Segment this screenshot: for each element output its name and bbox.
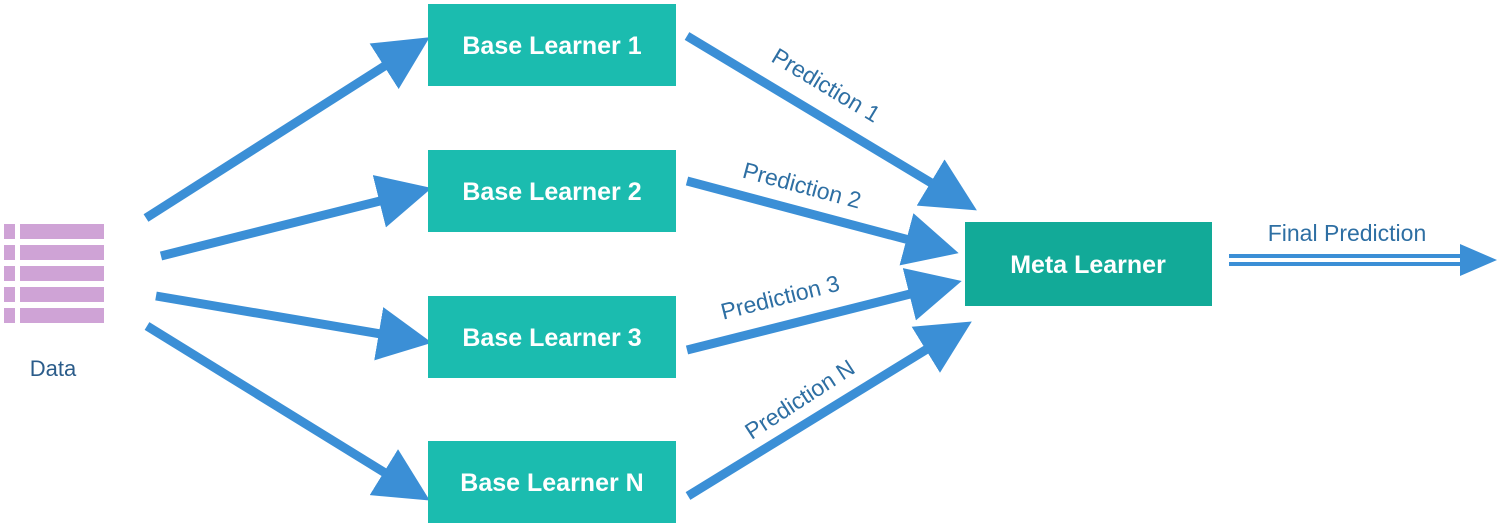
prediction-2-label: Prediction 2 — [740, 157, 864, 214]
arrow-data-to-learner-3 — [155, 291, 432, 361]
base-learner-n-box — [428, 441, 676, 523]
meta-learner: Meta Learner — [965, 222, 1212, 306]
base-learner-n-label: Base Learner N — [460, 469, 643, 497]
data-label: Data — [30, 356, 77, 381]
arrow-learner-3-to-meta — [685, 268, 962, 355]
table-icon — [4, 224, 104, 323]
base-learner-3-box — [428, 296, 676, 378]
base-learner-1-label: Base Learner 1 — [462, 32, 641, 60]
base-learner-1-box — [428, 4, 676, 86]
arrow-data-to-learner-1 — [143, 37, 430, 222]
final-prediction-arrow — [1229, 244, 1497, 276]
final-prediction-label: Final Prediction — [1268, 220, 1427, 246]
arrow-learner-2-to-meta — [685, 176, 959, 266]
meta-learner-label: Meta Learner — [1010, 251, 1166, 279]
arrow-data-to-learner-2 — [159, 175, 432, 261]
prediction-arrows — [684, 32, 977, 500]
base-learner-3-label: Base Learner 3 — [462, 324, 641, 352]
base-learner-2-label: Base Learner 2 — [462, 178, 641, 206]
meta-learner-box — [965, 222, 1212, 306]
final-arrow-head — [1460, 244, 1497, 276]
base-learner-2: Base Learner 2 — [428, 150, 676, 232]
arrow-data-to-learner-n — [144, 322, 430, 501]
input-arrows — [143, 37, 432, 501]
base-learner-2-box — [428, 150, 676, 232]
base-learner-n: Base Learner N — [428, 441, 676, 523]
base-learner-1: Base Learner 1 — [428, 4, 676, 86]
arrow-learner-1-to-meta — [684, 32, 977, 211]
arrow-learner-n-to-meta — [685, 321, 972, 500]
base-learner-3: Base Learner 3 — [428, 296, 676, 378]
